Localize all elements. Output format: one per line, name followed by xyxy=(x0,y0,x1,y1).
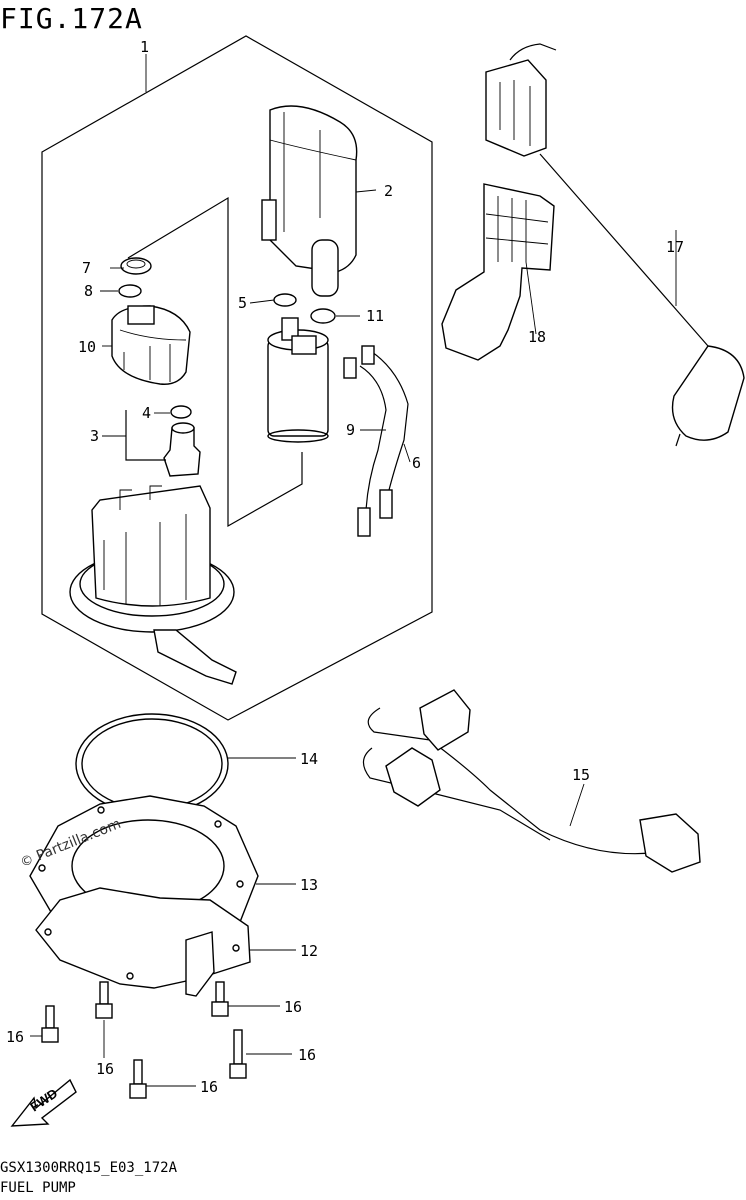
bolt-part-16-c xyxy=(211,981,229,1017)
pump-holder-part-2 xyxy=(261,105,358,297)
callout-2: 2 xyxy=(384,182,393,200)
bracket-part-18 xyxy=(441,183,555,361)
callout-17: 17 xyxy=(666,238,684,256)
callout-12: 12 xyxy=(300,942,318,960)
callout-4: 4 xyxy=(142,404,151,422)
callout-9: 9 xyxy=(346,421,355,439)
callout-14: 14 xyxy=(300,750,318,768)
o-ring-part-11 xyxy=(310,308,336,324)
pump-group-bracket xyxy=(127,196,303,528)
o-ring-part-5 xyxy=(273,293,297,307)
bolt-part-16-b xyxy=(95,981,113,1019)
callout-1: 1 xyxy=(140,38,149,56)
callout-16-e: 16 xyxy=(200,1078,218,1096)
callout-16-c: 16 xyxy=(284,998,302,1016)
leader-lines xyxy=(30,54,677,1087)
callout-10: 10 xyxy=(78,338,96,356)
regulator-housing-part-10 xyxy=(111,305,191,385)
callouts: 1 2 3 4 5 6 7 8 9 10 11 12 13 14 15 16 1… xyxy=(6,38,684,1096)
callout-8: 8 xyxy=(84,282,93,300)
bolt-part-16-d xyxy=(229,1029,247,1079)
figure-title: FIG.172A xyxy=(0,2,143,35)
plate-part-12 xyxy=(35,887,251,997)
seal-part-7-inner xyxy=(126,259,146,269)
callout-3: 3 xyxy=(90,427,99,445)
callout-18: 18 xyxy=(528,328,546,346)
regulator-part-3 xyxy=(163,422,201,477)
wire-part-9 xyxy=(343,357,387,537)
o-ring-part-8 xyxy=(118,284,142,298)
callout-16-d: 16 xyxy=(298,1046,316,1064)
drawing-code: GSX1300RRQ15_E03_172A xyxy=(0,1160,178,1176)
callout-16-b: 16 xyxy=(96,1060,114,1078)
bolt-part-16-e xyxy=(129,1059,147,1099)
callout-6: 6 xyxy=(412,454,421,472)
wire-part-6 xyxy=(361,345,409,519)
callout-15: 15 xyxy=(572,766,590,784)
harness-part-15 xyxy=(362,689,701,873)
pump-base-flange xyxy=(69,485,237,685)
fwd-arrow: FWD xyxy=(10,1078,77,1127)
assembly-boundary-1 xyxy=(41,35,433,721)
callout-13: 13 xyxy=(300,876,318,894)
figure-caption: FUEL PUMP xyxy=(0,1180,76,1196)
bracket-part-3 xyxy=(125,410,166,461)
callout-16-a: 16 xyxy=(6,1028,24,1046)
callout-7: 7 xyxy=(82,259,91,277)
callout-5: 5 xyxy=(238,294,247,312)
fuel-pump-motor xyxy=(267,317,329,443)
fuel-level-sender-part-17 xyxy=(485,43,745,447)
callout-11: 11 xyxy=(366,307,384,325)
bolt-part-16-a xyxy=(41,1005,59,1043)
o-ring-part-4 xyxy=(170,405,192,419)
